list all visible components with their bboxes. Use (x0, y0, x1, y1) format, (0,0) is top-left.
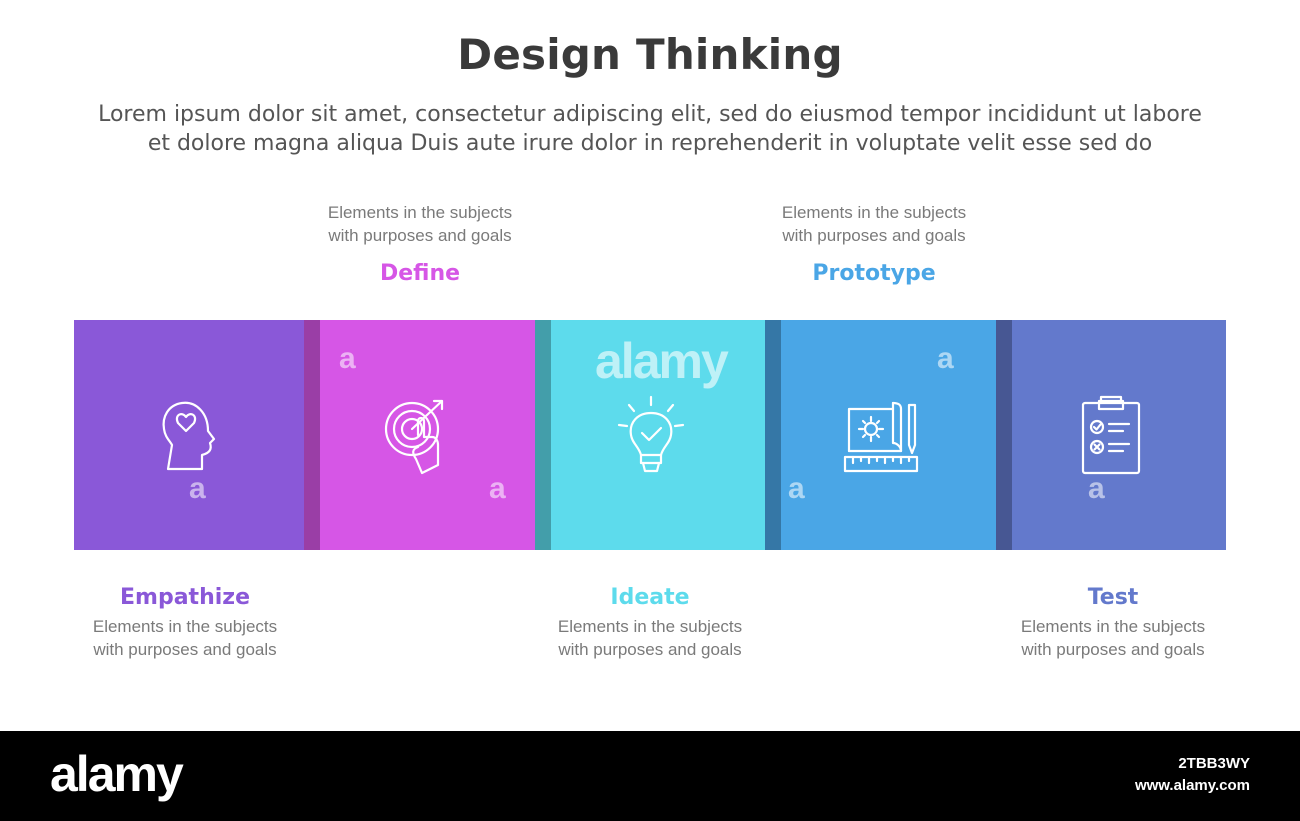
stage-label-define: Elements in the subjects with purposes a… (290, 202, 550, 286)
stage-name-prototype: Prototype (812, 261, 936, 286)
stage-desc-line: Elements in the subjects (781, 203, 967, 222)
tile-empathize: a (74, 320, 306, 550)
tile-test: a (996, 320, 1226, 550)
footer-logo: alamy (50, 746, 184, 802)
stage-label-prototype: Elements in the subjects with purposes a… (744, 202, 1004, 286)
stage-desc-line: Elements in the subjects (557, 617, 743, 636)
stage-label-empathize: Empathize Elements in the subjects with … (55, 585, 315, 661)
head-heart-icon (162, 401, 216, 471)
subtitle-line-2: et dolore magna aliqua Duis aute irure d… (147, 131, 1153, 156)
stages-bar: a a a alamy (74, 320, 1226, 550)
stage-desc-line: Elements in the subjects (1020, 617, 1206, 636)
stage-desc-line: with purposes and goals (558, 639, 742, 659)
tile-fold-shadow (765, 320, 781, 550)
watermark-letter: a (937, 342, 954, 375)
tile-fold-shadow (304, 320, 320, 550)
watermark-letter: a (1088, 472, 1105, 505)
lightbulb-check-icon (617, 395, 685, 473)
stage-label-ideate: Ideate Elements in the subjects with pur… (520, 585, 780, 661)
watermark-letter: a (189, 472, 206, 505)
watermark-letter: a (788, 472, 805, 505)
watermark-letter: a (489, 472, 506, 505)
page-title: Design Thinking (457, 30, 843, 79)
stage-desc-line: Elements in the subjects (327, 203, 513, 222)
stage-desc-test: Elements in the subjects with purposes a… (983, 616, 1243, 661)
tile-define: a a (304, 320, 536, 550)
stage-name-test: Test (1087, 585, 1139, 610)
footer-site: www.alamy.com (1134, 777, 1250, 794)
stage-name-define: Define (379, 261, 461, 286)
clipboard-checklist-icon (1081, 395, 1141, 475)
tile-ideate: alamy (535, 320, 767, 550)
footer-image-id: 2TBB3WY (1178, 755, 1250, 772)
stage-desc-prototype: Elements in the subjects with purposes a… (744, 202, 1004, 247)
tile-fold-shadow (996, 320, 1012, 550)
stage-label-test: Test Elements in the subjects with purpo… (983, 585, 1243, 661)
stage-name-empathize: Empathize (120, 585, 250, 610)
watermark-letter: a (339, 342, 356, 375)
tile-prototype: a a (765, 320, 997, 550)
blueprint-ruler-icon (843, 401, 919, 473)
page-subtitle: Lorem ipsum dolor sit amet, consectetur … (50, 100, 1250, 158)
stage-desc-define: Elements in the subjects with purposes a… (290, 202, 550, 247)
tile-fold-shadow (535, 320, 551, 550)
target-hand-icon (384, 399, 444, 475)
stage-desc-line: with purposes and goals (782, 225, 966, 245)
watermark-word: alamy (595, 333, 729, 389)
stage-desc-line: with purposes and goals (93, 639, 277, 659)
stage-desc-line: with purposes and goals (1021, 639, 1205, 659)
stage-desc-empathize: Elements in the subjects with purposes a… (55, 616, 315, 661)
stage-name-ideate: Ideate (610, 585, 690, 610)
footer-image-info: 2TBB3WY www.alamy.com (1135, 753, 1250, 797)
stage-desc-line: with purposes and goals (328, 225, 512, 245)
watermark-footer: alamy 2TBB3WY www.alamy.com (0, 731, 1300, 821)
stage-desc-line: Elements in the subjects (92, 617, 278, 636)
subtitle-line-1: Lorem ipsum dolor sit amet, consectetur … (98, 102, 1202, 127)
stage-desc-ideate: Elements in the subjects with purposes a… (520, 616, 780, 661)
